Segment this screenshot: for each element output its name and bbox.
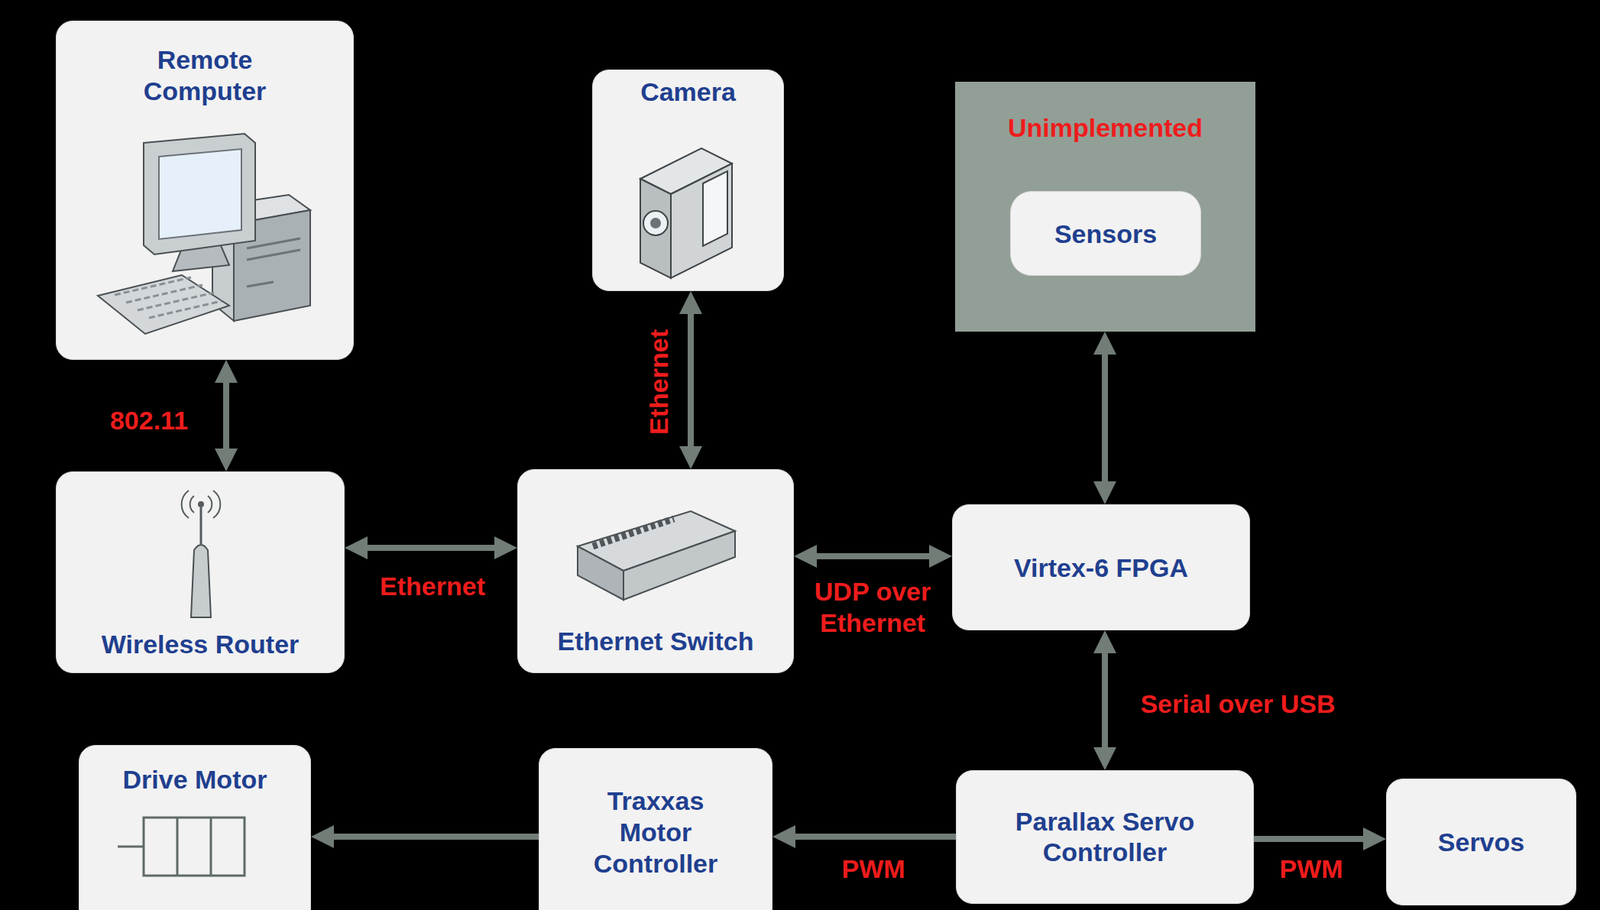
node-label: Traxxas Motor Controller [579, 785, 732, 879]
motor-lead [117, 845, 144, 849]
connector-arrow [816, 553, 930, 560]
node-label: Camera [640, 76, 736, 108]
node-label: Remote Computer [109, 44, 301, 107]
monitor-screen [158, 148, 242, 240]
component-box: Remote Computer [55, 20, 354, 360]
camera-lens [643, 210, 668, 236]
group-band: UnimplementedSensors [955, 81, 1256, 332]
connector-arrow [223, 382, 230, 449]
camera-front [640, 178, 671, 279]
node-label: Wireless Router [101, 628, 300, 661]
motor-windings [177, 817, 211, 876]
component-box: Wireless Router [55, 471, 345, 674]
keyboard-keys [114, 277, 222, 318]
connector-arrow [795, 833, 956, 840]
component-box: Traxxas Motor Controller [538, 748, 773, 910]
signal-label: PWM [841, 853, 905, 885]
switch-ports [592, 518, 674, 547]
component-box: Camera [592, 69, 784, 292]
router-body [191, 544, 211, 618]
signal-label: PWM [1279, 853, 1343, 885]
camera-side [670, 163, 732, 279]
antenna-tip [197, 501, 205, 508]
connector-arrow [333, 833, 539, 840]
camera-icon [632, 132, 740, 279]
router-icon [174, 489, 228, 619]
node-label: Parallax Servo Controller [978, 806, 1231, 869]
connector-arrow [367, 544, 495, 551]
computer-icon [97, 133, 312, 338]
monitor-body [143, 133, 256, 255]
signal-label: 802.11 [110, 404, 188, 437]
keyboard [97, 275, 230, 334]
camera-lens-core [650, 217, 661, 229]
node-label: Virtex-6 FPGA [1013, 551, 1189, 583]
tower-detail [246, 238, 301, 287]
node-label: Servos [1438, 826, 1525, 859]
switch-side [623, 531, 736, 600]
camera-screen [702, 171, 728, 247]
component-box: Ethernet Switch [517, 469, 794, 674]
component-box: Drive Motor [78, 744, 311, 910]
component-box: Virtex-6 FPGA [952, 504, 1251, 631]
motor-body [143, 817, 245, 876]
antenna [200, 507, 203, 545]
motor-symbol [117, 816, 248, 878]
component-box: Servos [1386, 778, 1577, 906]
signal-label: UDP over Ethernet [796, 576, 949, 639]
connector-arrow [687, 314, 694, 447]
node-label: Drive Motor [123, 764, 268, 796]
signal-label: Ethernet [379, 570, 486, 603]
node-label: Sensors [1054, 217, 1157, 250]
switch-front [577, 546, 624, 600]
connector-arrow [1253, 835, 1364, 843]
connector-arrow [1101, 354, 1108, 482]
node-label: Unimplemented [1007, 112, 1203, 144]
switch-icon [576, 509, 737, 613]
component-box: Sensors [1010, 191, 1202, 276]
connector-arrow [1101, 653, 1108, 748]
component-box: Parallax Servo Controller [955, 770, 1254, 904]
signal-label: Ethernet [643, 329, 675, 435]
node-label: Ethernet Switch [557, 625, 755, 658]
signal-label: Serial over USB [1140, 688, 1335, 720]
